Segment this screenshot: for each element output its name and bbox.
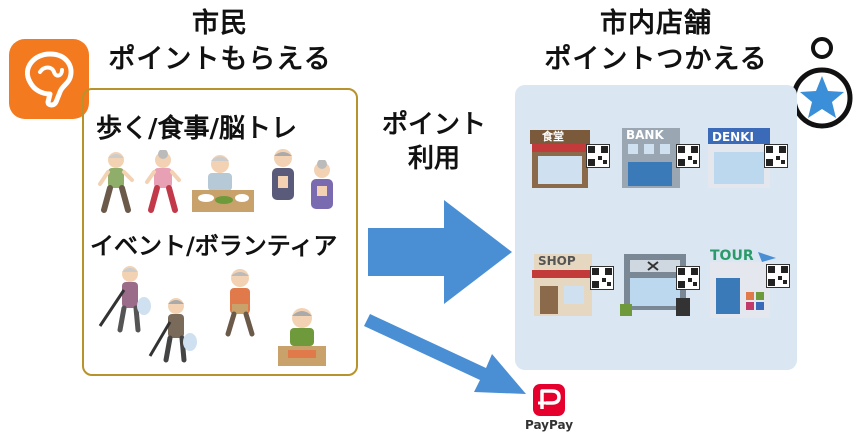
point-usage-label-line1: ポイント [381, 110, 486, 140]
walking-woman-illustration [145, 150, 181, 213]
qr-code-icon [676, 144, 700, 168]
citizen-title-line2: ポイントもらえる [108, 44, 332, 75]
citizen-title-line1: 市民 [192, 8, 248, 39]
shop-restaurant: 食堂 [528, 128, 598, 192]
paypay-logo-icon [533, 384, 565, 416]
arrow-to-paypay [364, 314, 526, 394]
eating-meal-illustration [192, 155, 254, 212]
activity-events: イベント/ボランティア [90, 232, 338, 260]
paypay-label: PayPay [524, 418, 574, 432]
walking-man-illustration [98, 152, 134, 213]
shop-travel-agency-sign: TOUR [710, 248, 754, 264]
shop-general-store: SHOP [530, 248, 600, 316]
shop-barber [618, 250, 690, 316]
arrow-to-shops [368, 200, 512, 304]
citizen-title: 市民 ポイントもらえる [82, 6, 358, 78]
shop-electronics-sign: DENKI [712, 130, 754, 144]
brain-training-woman-illustration [311, 160, 333, 209]
shop-general-store-sign: SHOP [538, 254, 576, 268]
volunteer-cleanup-illustration [98, 266, 151, 333]
shop-electronics: DENKI [706, 124, 776, 188]
shop-restaurant-sign: 食堂 [542, 130, 564, 143]
volunteer-crafting-illustration [278, 308, 326, 366]
activity-daily: 歩く/食事/脳トレ [96, 114, 297, 144]
citizen-activities-box [82, 88, 358, 376]
star-medal-icon [791, 37, 853, 129]
shop-travel-agency: TOUR [706, 248, 776, 318]
volunteer-trash-illustration [148, 298, 197, 363]
brain-training-man-illustration [272, 149, 294, 200]
qr-code-icon [590, 266, 614, 290]
event-running-illustration [225, 269, 255, 337]
qr-code-icon [766, 264, 790, 288]
point-usage-label: ポイント 利用 [366, 108, 502, 176]
qr-code-icon [676, 266, 700, 290]
app-logo-icon [8, 38, 90, 120]
shop-bank: BANK [618, 124, 688, 188]
shops-title-line1: 市内店舗 [600, 8, 712, 39]
point-usage-label-line2: 利用 [407, 144, 460, 174]
shops-title: 市内店舗 ポイントつかえる [520, 6, 792, 78]
qr-code-icon [764, 144, 788, 168]
qr-code-icon [586, 144, 610, 168]
shop-bank-sign: BANK [626, 128, 664, 142]
shops-title-line2: ポイントつかえる [544, 44, 768, 75]
